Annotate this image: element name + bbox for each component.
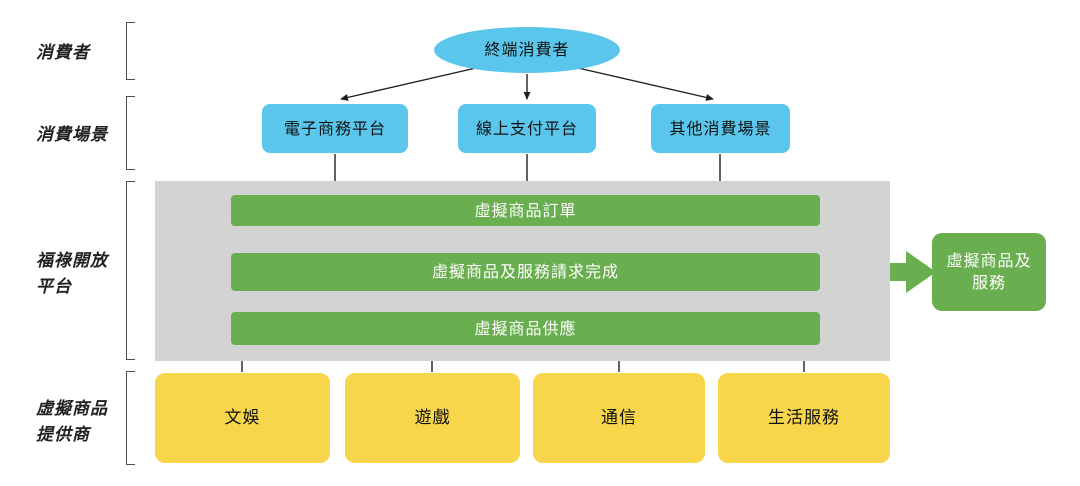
- side-label-scenes: 消費場景: [36, 125, 108, 145]
- node-request-completion: 虛擬商品及服務請求完成: [231, 253, 820, 291]
- side-label-platform-line1: 福祿開放: [36, 251, 108, 271]
- node-provider-entertainment: 文娛: [155, 373, 330, 463]
- node-other-scenes: 其他消費場景: [651, 104, 790, 153]
- node-online-payment-platform: 線上支付平台: [458, 104, 596, 153]
- output-line1: 虛擬商品及: [946, 251, 1032, 271]
- node-virtual-goods-and-services: 虛擬商品及 服務: [932, 233, 1046, 311]
- node-virtual-goods-supply: 虛擬商品供應: [231, 312, 820, 345]
- bracket-platform: [126, 181, 135, 360]
- bracket-scenes: [126, 96, 135, 170]
- node-provider-life-services: 生活服務: [718, 373, 890, 463]
- node-virtual-goods-orders: 虛擬商品訂單: [231, 195, 820, 226]
- output-line2: 服務: [971, 273, 1006, 292]
- node-end-consumer: 終端消費者: [434, 27, 620, 73]
- side-label-providers-line2: 提供商: [36, 425, 90, 446]
- arrow-consumer-to-ecommerce: [340, 64, 490, 101]
- side-label-platform-line2: 平台: [36, 277, 72, 298]
- bracket-providers: [126, 371, 135, 465]
- side-label-consumers: 消費者: [36, 43, 90, 63]
- bracket-consumers: [126, 22, 135, 80]
- node-provider-games: 遊戲: [345, 373, 520, 463]
- node-ecommerce-platform: 電子商務平台: [262, 104, 408, 153]
- node-provider-telecom: 通信: [533, 373, 705, 463]
- side-label-providers: 虛擬商品 提供商: [36, 396, 108, 449]
- side-label-providers-line1: 虛擬商品: [36, 399, 108, 419]
- arrow-consumer-to-other: [564, 64, 714, 101]
- side-label-platform: 福祿開放 平台: [36, 248, 108, 301]
